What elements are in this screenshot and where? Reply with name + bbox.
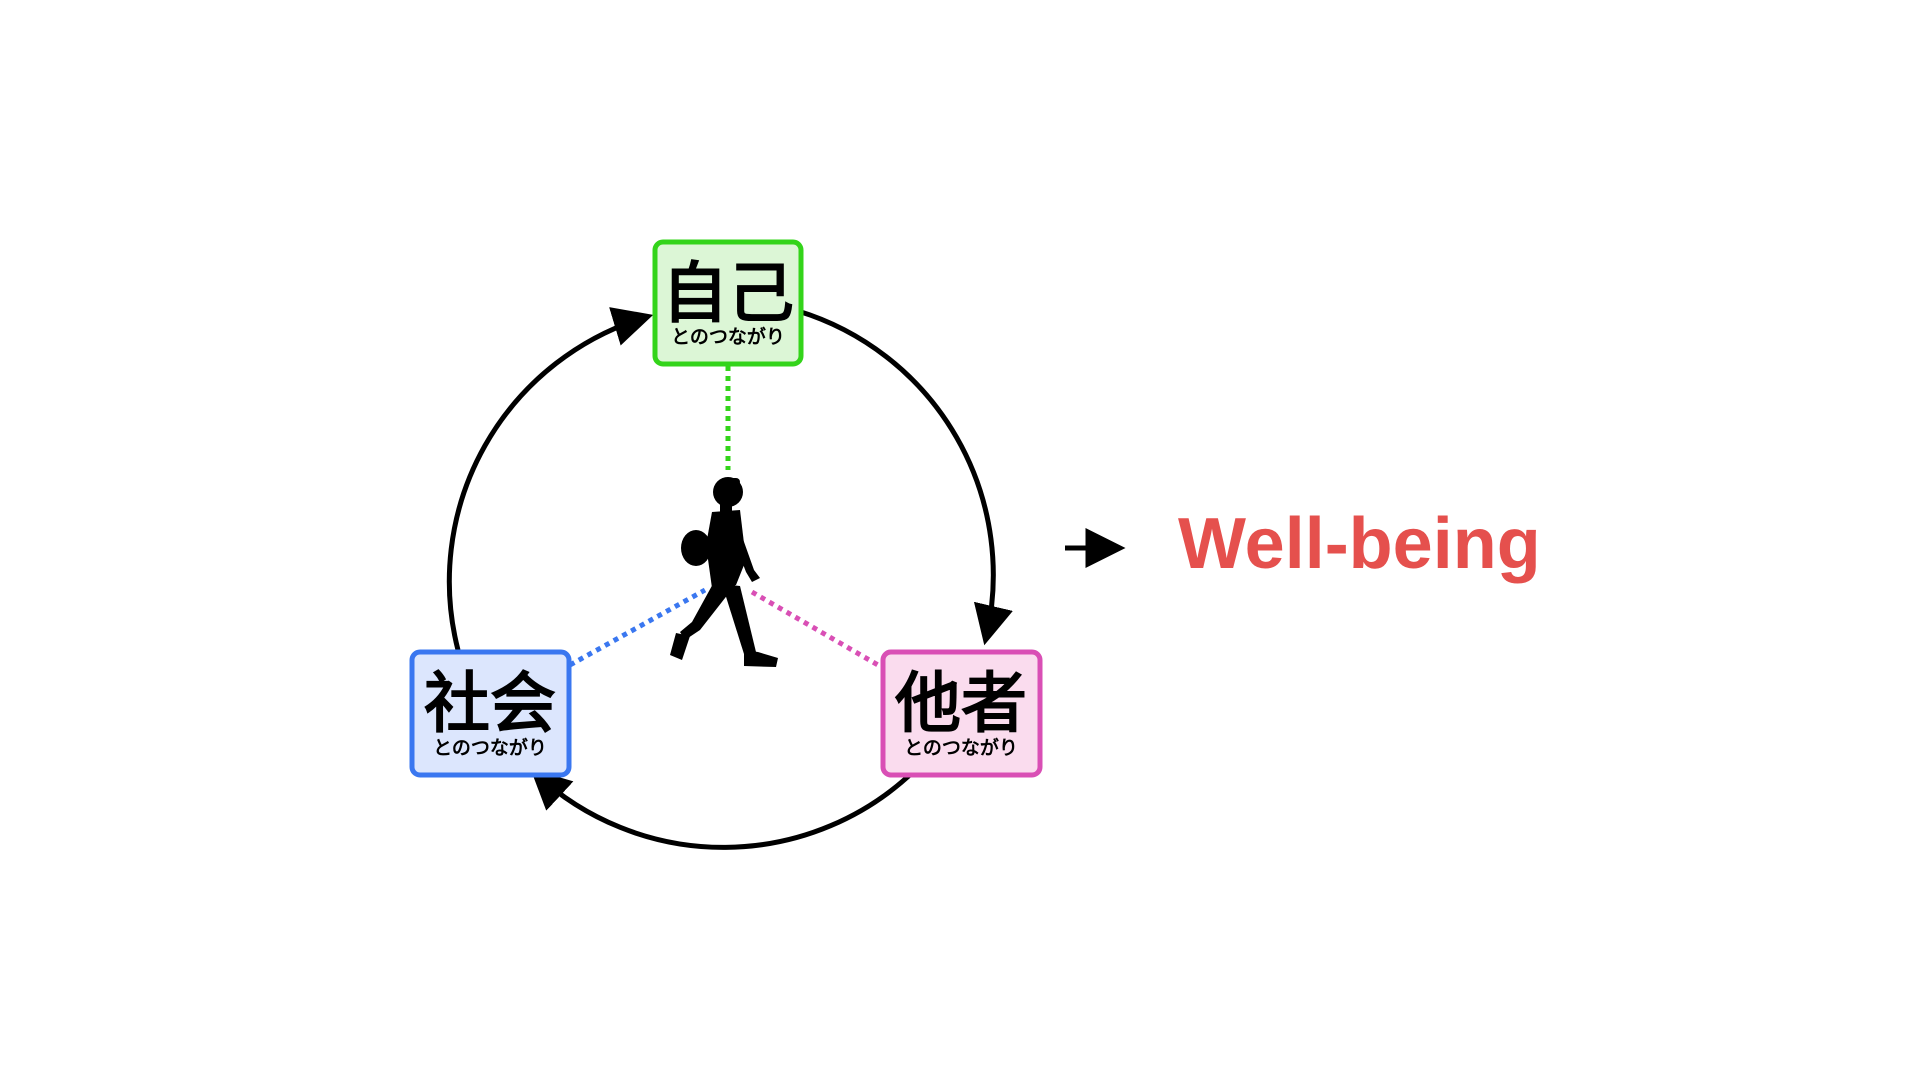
node-self-title: 自己 xyxy=(662,255,794,332)
node-others-subtitle: とのつながり xyxy=(904,736,1018,759)
node-others-title: 他者 xyxy=(894,665,1027,742)
node-others: 他者 とのつながり xyxy=(880,649,1043,778)
node-society-box xyxy=(409,649,572,778)
cycle-arrow-society-to-self xyxy=(446,307,654,651)
walking-person-silhouette-icon xyxy=(670,477,778,667)
node-self-box xyxy=(652,239,804,367)
node-others-box xyxy=(880,649,1043,778)
cycle-arrow-others-to-society xyxy=(530,768,916,850)
result-label: Well-being xyxy=(1178,504,1541,584)
node-society: 社会 とのつながり xyxy=(409,649,572,778)
link-society xyxy=(568,587,707,668)
node-self-subtitle: とのつながり xyxy=(671,325,785,348)
node-self: 自己 とのつながり xyxy=(652,239,804,367)
cycle-arrow-self-to-others xyxy=(797,308,1013,646)
node-society-title: 社会 xyxy=(424,665,556,742)
node-society-subtitle: とのつながり xyxy=(433,736,547,759)
cycle-ring xyxy=(446,307,1013,850)
link-others xyxy=(750,589,880,668)
